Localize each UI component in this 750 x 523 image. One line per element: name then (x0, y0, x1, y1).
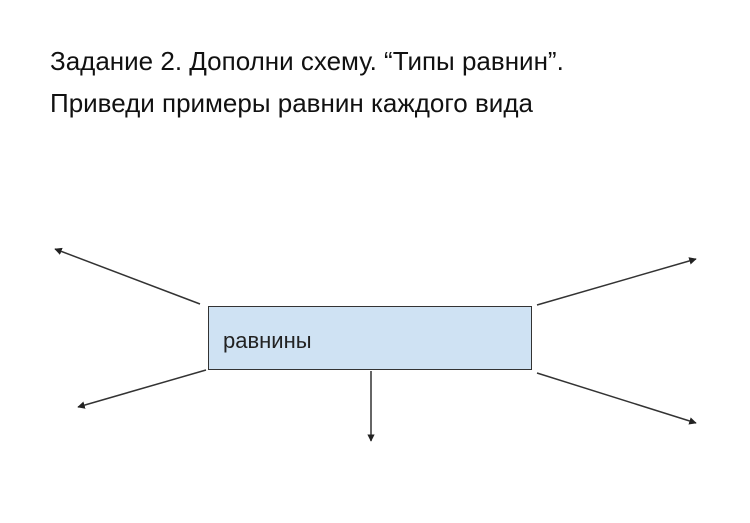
arrow-bottom-left (77, 369, 207, 409)
center-box: равнины (208, 306, 532, 370)
task-title: Задание 2. Дополни схему. “Типы равнин”.… (50, 40, 564, 124)
task-title-line-1: Задание 2. Дополни схему. “Типы равнин”. (50, 46, 564, 76)
arrow-bottom-right (536, 372, 697, 425)
task-title-line-2: Приведи примеры равнин каждого вида (50, 88, 533, 118)
center-box-label: равнины (223, 328, 312, 353)
arrow-top-right (536, 257, 697, 306)
arrow-top-left (54, 247, 201, 305)
